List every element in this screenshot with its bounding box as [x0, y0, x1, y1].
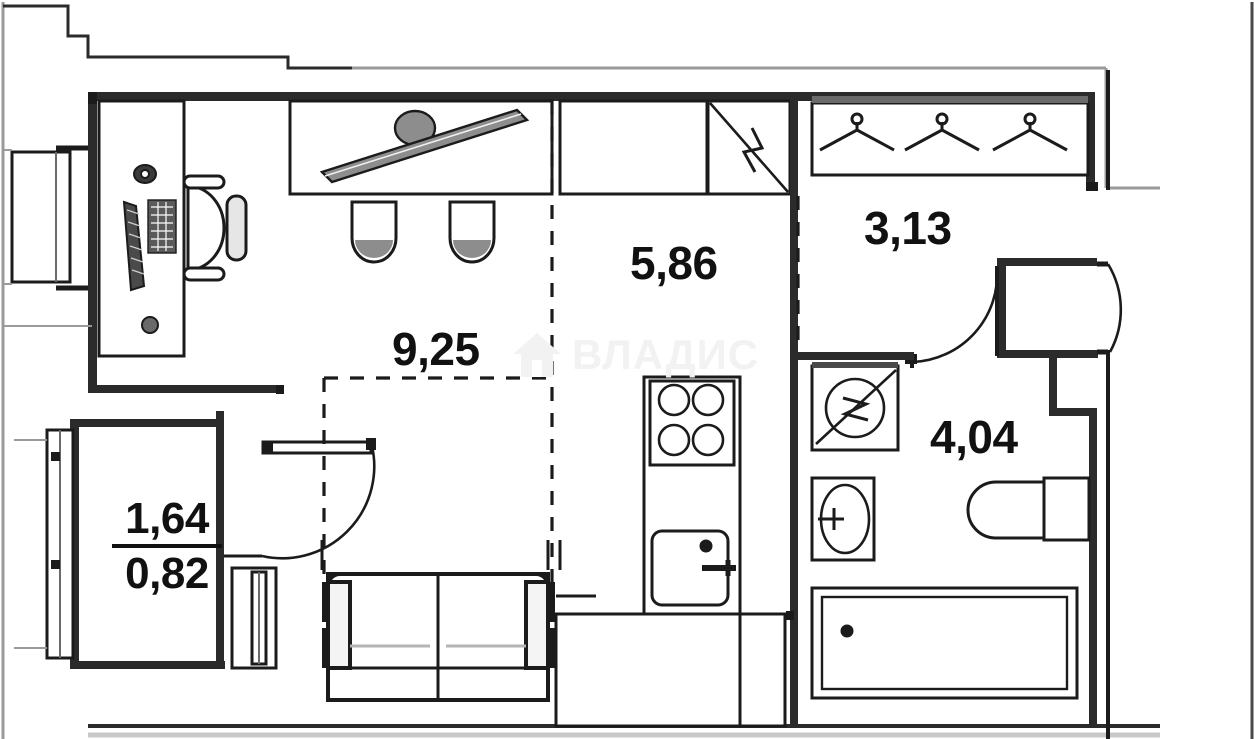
toilet [966, 476, 1091, 542]
sofa-guides [320, 540, 596, 598]
sofa [326, 572, 550, 702]
fraction-bar [112, 543, 222, 548]
balcony-inner-door-leaf [230, 566, 278, 670]
hanger-icon-1 [819, 112, 895, 152]
cooktop [648, 379, 736, 467]
mouse [141, 316, 159, 334]
base-cabinets [554, 612, 787, 728]
hanger-icon-2 [904, 112, 980, 152]
area-label-living-room: 9,25 [392, 323, 480, 375]
kitchen-sink [650, 529, 736, 607]
window-left [3, 145, 92, 327]
bar-stool-right [448, 200, 496, 264]
entrance-door [1097, 261, 1123, 355]
washing-machine [810, 362, 900, 452]
keyboard [147, 199, 177, 254]
balcony-area-value: 1,64 [125, 494, 209, 543]
area-label-balcony: 1,64 0,82 [112, 496, 222, 597]
balcony-door [224, 438, 376, 560]
office-chair [182, 174, 248, 282]
balcony-glazing [14, 428, 75, 660]
area-label-kitchen: 5,86 [630, 237, 718, 289]
zone-dashed-lines [322, 101, 800, 614]
wall-studs [88, 92, 1098, 620]
refrigerator [706, 99, 792, 196]
bathroom-door [905, 266, 999, 368]
bar-stool-left [350, 200, 398, 264]
washbasin [810, 476, 876, 562]
bathtub [810, 586, 1079, 700]
area-label-bathroom: 4,04 [930, 411, 1018, 463]
counter-decor [319, 108, 530, 184]
kitchen-partition [790, 92, 798, 726]
bathroom-wall-top [798, 352, 914, 360]
balcony-reduced-area-value: 0,82 [125, 548, 209, 598]
area-label-hallway: 3,13 [864, 202, 952, 254]
upper-cabinets [558, 99, 709, 196]
hanger-icon-3 [992, 112, 1068, 152]
monitor [133, 164, 157, 184]
laptop [122, 200, 146, 292]
